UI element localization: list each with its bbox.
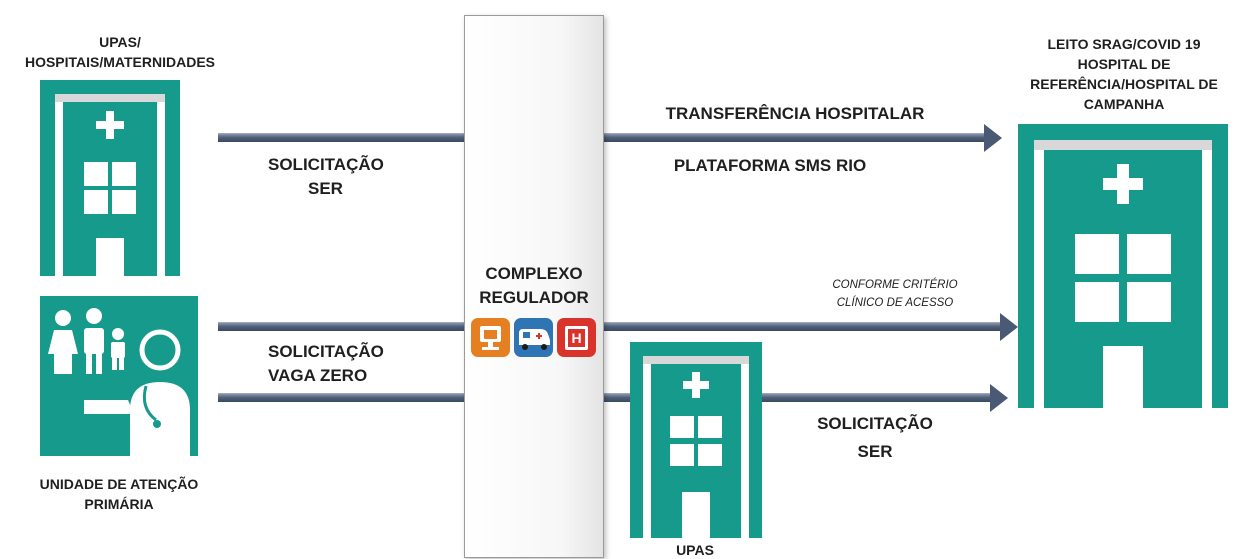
request-zero-label: SOLICITAÇÃO VAGA ZERO: [268, 340, 428, 388]
hospitals-label-line2: HOSPITAIS/MATERNIDADES: [24, 54, 216, 70]
computer-icon: [471, 318, 510, 357]
primary-care-label-line1: UNIDADE DE ATENÇÃO: [39, 476, 199, 492]
arrowhead-mid: [1000, 313, 1018, 341]
request-ser-line2: SER: [308, 179, 343, 198]
hospital-icon: [630, 342, 762, 538]
arrow-upas-to-destination: [602, 393, 992, 402]
arrow-primary-to-regulator: [218, 322, 464, 331]
destination-line2: HOSPITAL DE: [1077, 56, 1171, 72]
criteria-line1: CONFORME CRITÉRIO: [832, 279, 958, 291]
destination-line1: LEITO SRAG/COVID 19: [1047, 36, 1201, 52]
arrow-regulator-to-destination-mid: [602, 322, 1000, 331]
hospitals-label-line1: UPAS/: [99, 34, 141, 50]
hospital-icon: [40, 80, 180, 276]
hospital-icon: [1018, 124, 1228, 408]
transfer-label: TRANSFERÊNCIA HOSPITALAR: [665, 104, 925, 123]
request-zero-line1: SOLICITAÇÃO: [268, 342, 384, 361]
regulator-label-line2: REGULADOR: [479, 288, 589, 307]
hospital-sign-icon: [557, 318, 596, 357]
criteria-line2: CLÍNICO DE ACESSO: [836, 297, 954, 309]
primary-care-label-line2: PRIMÁRIA: [84, 496, 154, 512]
request-ser-bottom-line2: SER: [857, 442, 893, 461]
arrow-regulator-to-destination-top: [602, 133, 984, 142]
arrowhead-top: [984, 124, 1002, 152]
family-doctor-icon: [40, 296, 198, 456]
ambulance-icon: [514, 318, 553, 357]
request-ser-label-bottom: SOLICITAÇÃO SER: [800, 412, 950, 464]
destination-label: LEITO SRAG/COVID 19 HOSPITAL DE REFERÊNC…: [1010, 34, 1238, 114]
destination-line3: REFERÊNCIA/HOSPITAL DE: [1030, 76, 1218, 92]
hospital-sign-letter: H: [571, 330, 582, 346]
platform-label: PLATAFORMA SMS RIO: [673, 156, 867, 175]
request-ser-bottom-line1: SOLICITAÇÃO: [817, 414, 933, 433]
regulator-label-line1: COMPLEXO: [485, 264, 583, 283]
regulator-box: [464, 15, 604, 558]
request-zero-line2: VAGA ZERO: [268, 366, 368, 385]
regulator-label: COMPLEXO REGULADOR: [464, 262, 604, 310]
hospitals-label: UPAS/ HOSPITAIS/MATERNIDADES: [20, 32, 220, 72]
criteria-label: CONFORME CRITÉRIO CLÍNICO DE ACESSO: [810, 276, 980, 312]
arrow-hospitals-to-regulator: [218, 133, 464, 142]
request-ser-label-top: SOLICITAÇÃO SER: [268, 153, 418, 201]
request-ser-line1: SOLICITAÇÃO: [268, 155, 384, 174]
upas-bottom-label: UPAS: [676, 542, 714, 558]
arrow-primary-to-regulator-lower: [218, 393, 464, 402]
primary-care-label: UNIDADE DE ATENÇÃO PRIMÁRIA: [14, 474, 224, 514]
destination-line4: CAMPANHA: [1083, 96, 1165, 112]
arrowhead-bottom: [990, 384, 1008, 412]
